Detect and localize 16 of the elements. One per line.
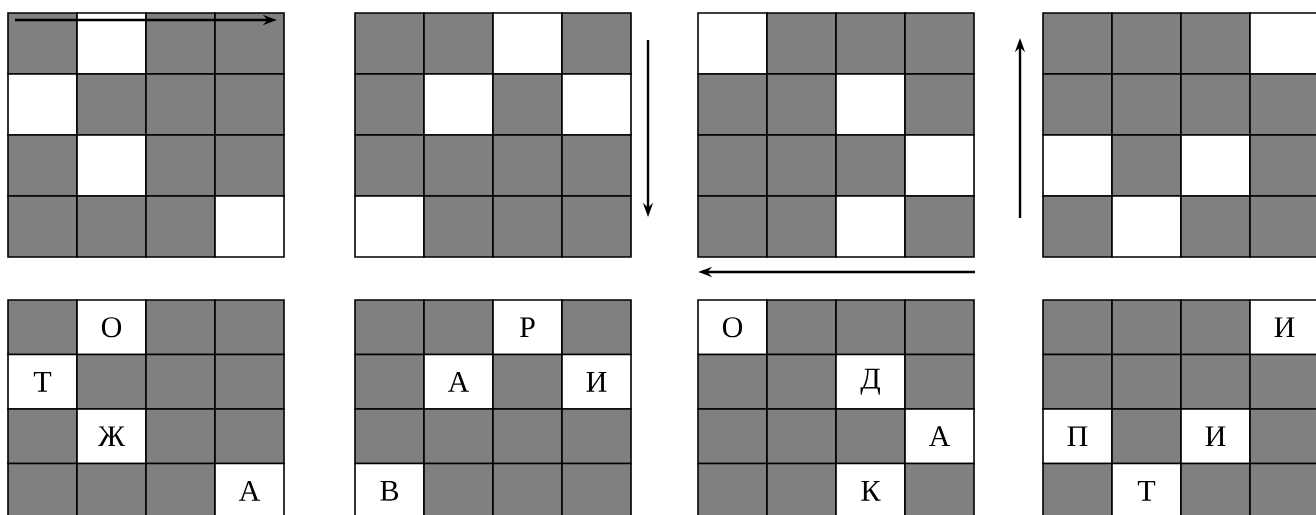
letter: И	[1205, 426, 1226, 447]
letter: И	[1274, 317, 1295, 338]
letter: О	[101, 317, 122, 338]
letter: А	[238, 480, 261, 501]
letter: Д	[860, 368, 880, 395]
letter: А	[928, 426, 951, 447]
letter: П	[1067, 426, 1088, 447]
letter: Т	[1137, 481, 1156, 501]
letter: К	[861, 481, 881, 501]
letter: А	[447, 371, 470, 392]
letter: В	[380, 480, 399, 501]
letter: О	[722, 317, 743, 338]
letter: Р	[520, 317, 535, 338]
letter: Ж	[98, 426, 125, 447]
letter: Т	[33, 372, 52, 392]
letter: И	[586, 372, 607, 392]
